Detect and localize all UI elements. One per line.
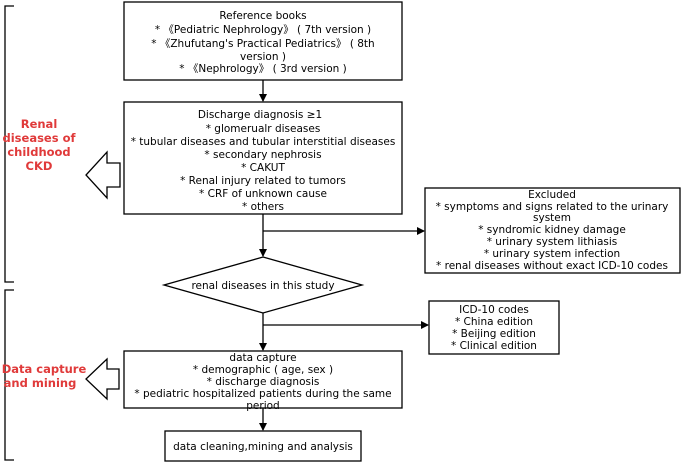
excluded-line: * symptoms and signs related to the urin… — [436, 201, 669, 213]
data-cleaning-box — [164, 430, 362, 462]
icd-codes-text: ICD-10 codes * China edition * Beijing e… — [451, 304, 537, 352]
discharge-line: Discharge diagnosis ≥1 — [198, 109, 322, 121]
capture-line: period — [246, 400, 279, 412]
excluded-line: * renal diseases without exact ICD-10 co… — [436, 260, 668, 272]
reference-line: version ) — [240, 51, 286, 63]
icd-line: * Beijing edition — [452, 328, 536, 340]
discharge-line: * others — [242, 201, 284, 213]
excluded-box — [424, 187, 681, 274]
reference-line: * 《Zhufutang's Practical Pediatrics》 ( 8… — [151, 38, 374, 50]
discharge-line: * tubular diseases and tubular interstit… — [131, 136, 396, 148]
discharge-line: * CRF of unknown cause — [199, 188, 327, 200]
excluded-line: * urinary system lithiasis — [487, 236, 618, 248]
capture-line: data capture — [229, 352, 296, 364]
side-label-top-line: childhood — [7, 145, 70, 159]
excluded-line: * urinary system infection — [484, 248, 620, 260]
side-label-data-capture: Data capture and mining — [2, 362, 87, 390]
discharge-line: * glomerualr diseases — [206, 123, 321, 135]
reference-books-box — [123, 1, 403, 81]
discharge-line: * CAKUT — [241, 162, 285, 174]
decision-label: renal diseases in this study — [191, 280, 334, 292]
icd-line: * China edition — [455, 316, 533, 328]
capture-line: * discharge diagnosis — [207, 376, 320, 388]
side-label-top-line: Renal — [21, 117, 58, 131]
side-label-renal-diseases: Renal diseases of childhood CKD — [3, 117, 77, 173]
reference-line: Reference books — [219, 10, 306, 22]
reference-books-text: Reference books * 《Pediatric Nephrology》… — [151, 10, 374, 75]
excluded-line: Excluded — [528, 189, 576, 201]
bracket-bottom — [4, 289, 14, 461]
discharge-line: * Renal injury related to tumors — [180, 175, 346, 187]
icd-line: ICD-10 codes — [459, 304, 529, 316]
side-label-top-line: diseases of — [3, 131, 77, 145]
discharge-diagnosis-text: Discharge diagnosis ≥1 * glomerualr dise… — [131, 109, 396, 213]
side-label-bottom-line: Data capture — [2, 362, 87, 376]
bracket-top — [4, 5, 14, 283]
data-capture-box — [123, 350, 403, 409]
side-label-bottom-line: and mining — [4, 376, 77, 390]
reference-line: * 《Nephrology》 ( 3rd version ) — [179, 63, 346, 75]
excluded-line: system — [533, 212, 571, 224]
data-cleaning-label: data cleaning,mining and analysis — [173, 441, 353, 453]
capture-line: * pediatric hospitalized patients during… — [134, 388, 391, 400]
capture-line: * demographic ( age, sex ) — [193, 364, 333, 376]
icd-codes-box — [428, 300, 560, 355]
discharge-diagnosis-box — [123, 101, 403, 215]
hollow-arrow-left-bottom — [85, 357, 120, 401]
excluded-text: Excluded * symptoms and signs related to… — [436, 189, 669, 272]
discharge-line: * secondary nephrosis — [204, 149, 321, 161]
reference-line: * 《Pediatric Nephrology》 ( 7th version ) — [155, 24, 371, 36]
hollow-arrow-left-top — [85, 150, 121, 200]
side-label-top-line: CKD — [26, 159, 53, 173]
icd-line: * Clinical edition — [451, 340, 537, 352]
data-capture-text: data capture * demographic ( age, sex ) … — [134, 352, 391, 412]
excluded-line: * syndromic kidney damage — [478, 224, 626, 236]
